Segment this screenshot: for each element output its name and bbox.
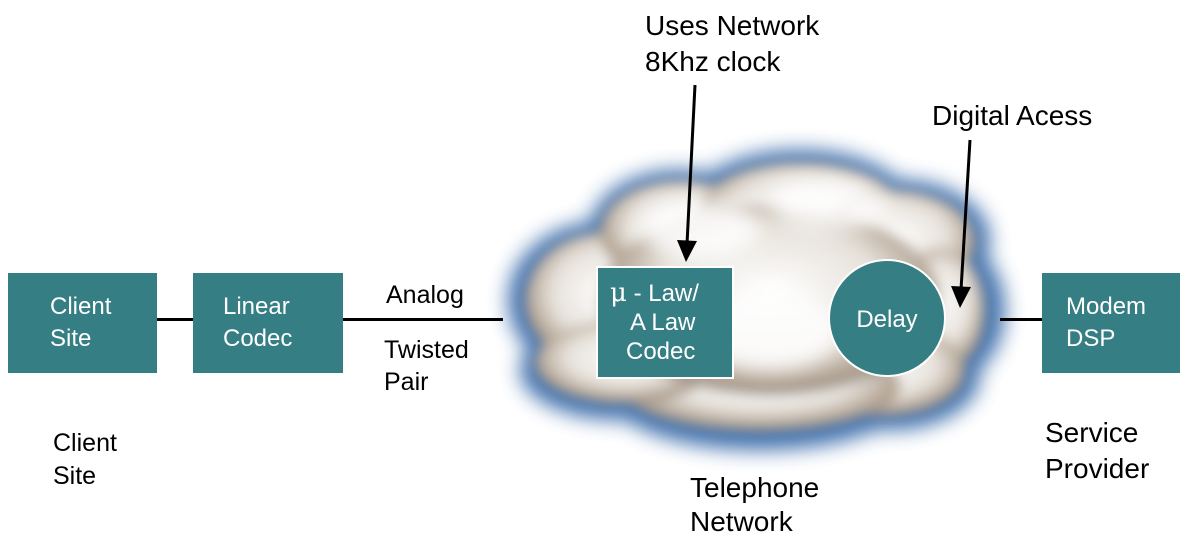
mu-symbol: μ	[610, 278, 627, 308]
modem-dsp-box: Modem DSP	[1042, 273, 1180, 373]
linear-codec-line2: Codec	[223, 325, 293, 352]
delay-circle: Delay	[828, 259, 946, 377]
client-site-box: Client Site	[8, 273, 157, 373]
uses-network-label-line1: Uses Network	[645, 10, 820, 41]
analog-label: Analog	[386, 281, 464, 309]
line-client-to-codec	[157, 318, 193, 321]
law-codec-line1: μ - Law/	[610, 279, 732, 308]
linear-codec-box: Linear Codec	[193, 273, 343, 373]
law-codec-box: μ - Law/ A Law Codec	[596, 266, 734, 379]
client-site-box-line1: Client	[50, 293, 112, 320]
service-provider-label-line1: Service	[1045, 417, 1139, 448]
arrow-clock-to-codec	[677, 84, 697, 262]
line-cloud-to-modem	[1000, 318, 1042, 321]
twisted-pair-label-line2: Pair	[384, 368, 429, 396]
modem-dsp-line2: DSP	[1066, 325, 1116, 352]
digital-access-label: Digital Acess	[932, 100, 1093, 131]
telephone-network-label-line1: Telephone	[690, 472, 820, 503]
linear-codec-line1: Linear	[223, 293, 290, 320]
uses-network-label-line2: 8Khz clock	[645, 46, 781, 77]
delay-label: Delay	[856, 306, 918, 333]
twisted-pair-label-line1: Twisted	[384, 336, 469, 364]
client-site-caption-line2: Site	[53, 462, 97, 490]
service-provider-label-line2: Provider	[1045, 453, 1150, 484]
line-codec-to-cloud	[343, 318, 503, 321]
arrow-digital-access-to-delay	[951, 139, 972, 308]
modem-dsp-line1: Modem	[1066, 293, 1147, 320]
client-site-caption-line1: Client	[53, 429, 117, 457]
telephone-network-label-line2: Network	[690, 506, 793, 537]
law-codec-line2: A Law	[630, 309, 696, 336]
law-codec-line1-text: - Law/	[633, 280, 699, 307]
law-codec-line3: Codec	[626, 338, 696, 365]
client-site-box-line2: Site	[50, 325, 92, 352]
